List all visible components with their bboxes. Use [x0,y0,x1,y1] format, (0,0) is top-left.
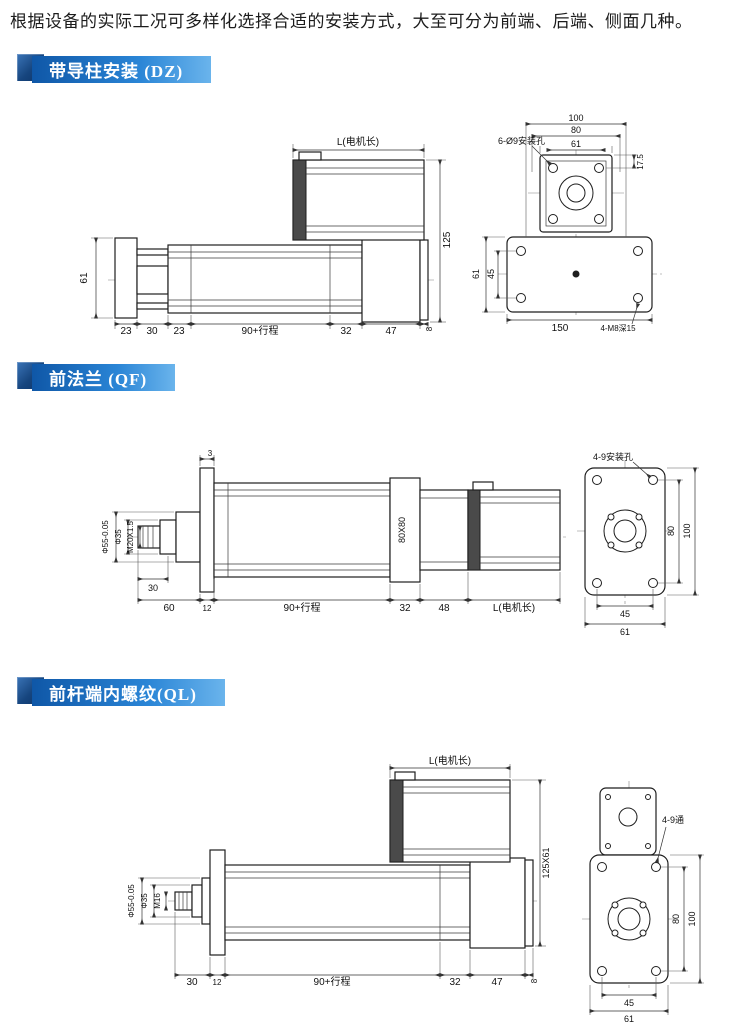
ql-end-view-drawing: 4-9通 80 100 45 61 [582,781,704,1024]
dim-plate-height: 61 [79,272,90,284]
dim-right: 100 [682,523,692,538]
section-title-qf: 前法兰 (QF) [49,370,148,389]
dim-bottom: 61 [620,627,630,637]
dim-chain: 90+行程 [242,324,279,337]
dz-actuator-outline [108,151,434,323]
qf-flange-outline [577,460,673,604]
block-size-label: 80X80 [397,517,407,543]
dim-chain: 30 [186,977,198,988]
ql-side-view-drawing: L(电机长) 125X61 Φ55-0.05 Φ35 M16 [127,754,551,988]
dim-chain: 60 [163,603,175,614]
dim-top: 80 [571,125,581,135]
dim-right: 80 [666,526,676,536]
dim-top: 61 [571,139,581,149]
qf-end-view-drawing: 4-9安装孔 80 100 45 61 [577,451,699,637]
dim-section: 125X61 [541,847,551,878]
dim-offset: 17.5 [636,154,645,170]
section-title-bar: 前杆端内螺纹(QL) [32,679,225,706]
dim-chain: 32 [340,326,352,337]
rod-dim: Φ35 [114,529,123,545]
dim-right: 80 [671,914,681,924]
dz-side-dimensions: L(电机长) 125 61 23 30 23 [79,135,453,337]
holes-callout: 4-9安装孔 [593,451,633,462]
rod-dim: Φ55-0.05 [101,520,110,554]
thread-callout: 4-M8深15 [600,324,636,333]
rod-dim: M16 [153,893,162,909]
dz-end-view-drawing: 100 80 61 6-Ø9安装孔 17.5 61 45 [471,113,662,334]
dim-chain: 8 [530,978,539,983]
section-title-bar: 带导柱安装 (DZ) [32,56,212,83]
dim-chain: 23 [173,326,185,337]
qf-end-dimensions: 4-9安装孔 80 100 45 61 [584,451,699,637]
ql-actuator-outline [168,771,538,956]
dim-bottom: 45 [624,998,634,1008]
ql-flange-outline [582,781,676,989]
dim-total-height: 125 [442,231,453,248]
dim-chain: 8 [425,326,434,331]
dim-left: 61 [471,269,481,279]
intro-text: 根据设备的实际工况可多样化选择合适的安装方式，大至可分为前端、后端、侧面几种。 [10,12,693,31]
dim-bottom: 61 [624,1014,634,1024]
holes-callout: 6-Ø9安装孔 [498,135,545,146]
rod-dim: Φ55-0.05 [127,884,136,918]
dim-chain: 47 [491,977,503,988]
section-title-ql: 前杆端内螺纹(QL) [49,685,197,704]
rod-dim: Φ35 [140,893,149,909]
dim-chain: 90+行程 [314,975,351,988]
dim-motor-length: L(电机长) [429,754,471,767]
rod-dim: M20X1.5 [126,520,135,553]
qf-side-view-drawing: 80X80 Φ55-0.05 Φ35 M20X1.5 3 30 [101,449,566,614]
flange-offset-dim: 3 [208,449,213,458]
dim-right: 100 [687,911,697,926]
dim-chain: 48 [438,603,450,614]
dim-chain: L(电机长) [493,601,535,614]
dim-chain: 32 [449,977,461,988]
dz-side-view-drawing: L(电机长) 125 61 23 30 23 [79,135,453,337]
dim-bottom: 45 [620,609,630,619]
dim-chain: 47 [385,326,397,337]
dim-chain: 23 [120,326,132,337]
dim-chain: 90+行程 [284,601,321,614]
ql-side-dimensions: L(电机长) 125X61 Φ55-0.05 Φ35 M16 [127,754,551,988]
dim-left: 45 [486,269,496,279]
qf-side-dimensions: Φ55-0.05 Φ35 M20X1.5 3 30 [101,449,561,614]
dz-end-dimensions: 100 80 61 6-Ø9安装孔 17.5 61 45 [471,113,653,334]
ql-end-dimensions: 4-9通 80 100 45 61 [589,815,704,1024]
dim-chain: 12 [213,978,222,987]
dim-chain: 30 [146,326,158,337]
holes-callout: 4-9通 [662,815,684,825]
dz-flange-outline [498,150,662,318]
dim-top: 100 [568,113,583,123]
section-title-dz: 带导柱安装 (DZ) [49,62,184,81]
dim-motor-length: L(电机长) [337,135,379,148]
dim-chain: 12 [203,604,212,613]
rod-ext-dim: 30 [148,583,158,593]
qf-actuator-outline: 80X80 [128,467,566,593]
dim-chain: 32 [399,603,411,614]
dim-width: 150 [552,323,569,334]
section-title-bar: 前法兰 (QF) [32,364,176,391]
